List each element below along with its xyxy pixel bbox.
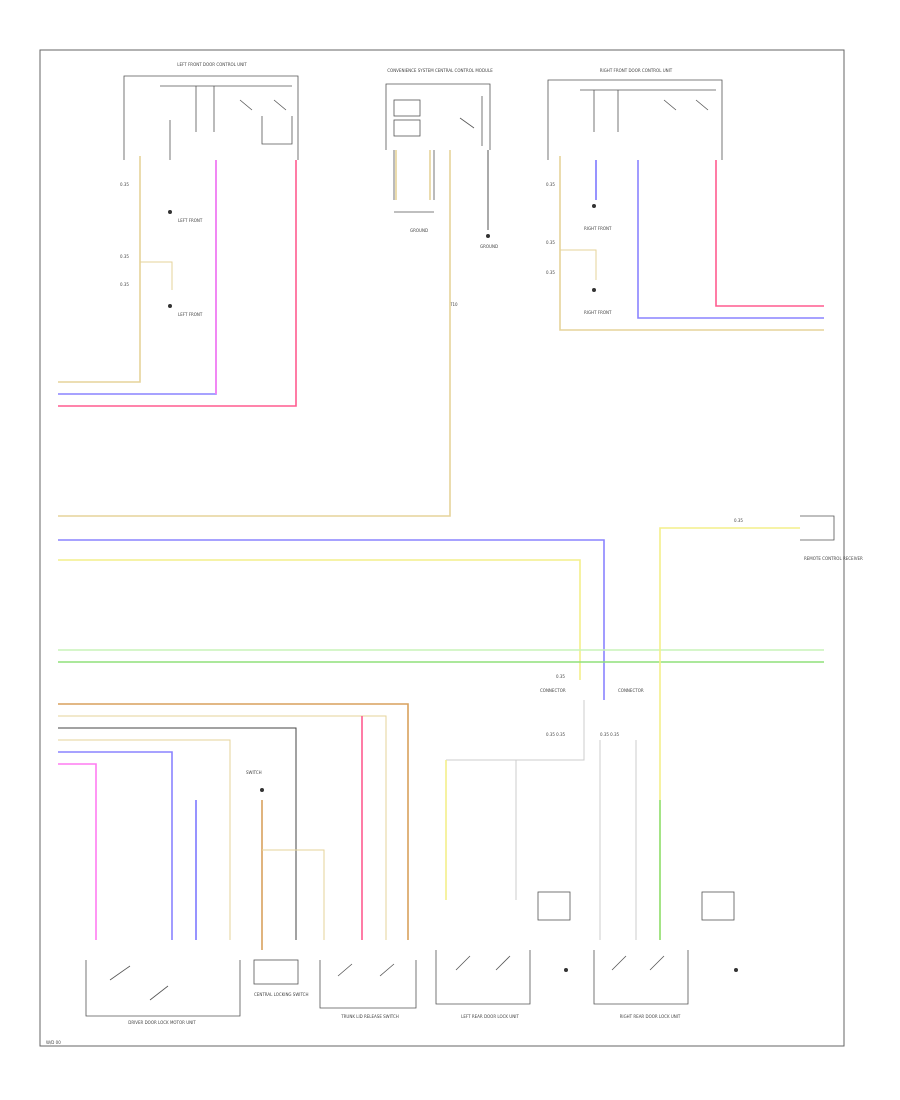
wire-pink-left [58, 160, 297, 407]
central-locking-switch-label: CENTRAL LOCKING SWITCH [254, 992, 309, 997]
wire-purple-left [58, 160, 217, 395]
svg-text:RIGHT FRONT: RIGHT FRONT [584, 310, 612, 315]
trunk-release-switch: TRUNK LID RELEASE SWITCH [319, 960, 417, 1019]
svg-text:T10: T10 [449, 302, 458, 307]
central-control-module: CONVENIENCE SYSTEM CENTRAL CONTROL MODUL… [385, 68, 498, 307]
right-front-door-unit: RIGHT FRONT DOOR CONTROL UNIT RIGHT FRON… [546, 68, 723, 315]
driver-door-lock-motor-label: DRIVER DOOR LOCK MOTOR UNIT [128, 1020, 196, 1025]
svg-text:LEFT FRONT: LEFT FRONT [178, 218, 203, 223]
left-rear-door-lock-label: LEFT REAR DOOR LOCK UNIT [461, 1014, 519, 1019]
wire-yellow-mid [58, 559, 581, 680]
svg-text:0.35: 0.35 [546, 240, 555, 245]
svg-text:0.35: 0.35 [556, 674, 565, 679]
svg-text:GROUND: GROUND [480, 244, 498, 249]
wire-blue-mid [58, 539, 605, 700]
trunk-release-switch-label: TRUNK LID RELEASE SWITCH [340, 1014, 399, 1019]
wire-tan-left [58, 156, 141, 383]
svg-text:0.35: 0.35 [546, 182, 555, 187]
diagram-frame [39, 49, 845, 1047]
svg-text:0.35: 0.35 [120, 254, 129, 259]
central-locking-switch: SWITCH CENTRAL LOCKING SWITCH [246, 770, 325, 997]
svg-text:0.35: 0.35 [546, 270, 555, 275]
svg-text:CONNECTOR: CONNECTOR [618, 688, 644, 693]
right-front-door-unit-label: RIGHT FRONT DOOR CONTROL UNIT [600, 68, 673, 73]
remote-control-receiver-label: REMOTE CONTROL RECEIVER [804, 556, 863, 561]
right-rear-door-lock-label: RIGHT REAR DOOR LOCK UNIT [620, 1014, 681, 1019]
right-rear-door-lock: RIGHT REAR DOOR LOCK UNIT [593, 891, 738, 1019]
svg-text:SWITCH: SWITCH [246, 770, 262, 775]
svg-text:0.35 0.35: 0.35 0.35 [546, 732, 566, 737]
remote-control-receiver: REMOTE CONTROL RECEIVER 0.35 [734, 515, 863, 561]
footer-code: W/D 00 [46, 1040, 61, 1045]
central-control-module-label: CONVENIENCE SYSTEM CENTRAL CONTROL MODUL… [387, 68, 493, 73]
svg-text:0.35: 0.35 [120, 182, 129, 187]
left-front-door-unit-label: LEFT FRONT DOOR CONTROL UNIT [177, 62, 247, 67]
driver-door-lock-motor: DRIVER DOOR LOCK MOTOR UNIT [85, 960, 241, 1025]
svg-text:CONNECTOR: CONNECTOR [540, 688, 566, 693]
svg-text:RIGHT FRONT: RIGHT FRONT [584, 226, 612, 231]
svg-text:0.35: 0.35 [734, 518, 743, 523]
wire-yellow-center [58, 150, 451, 517]
svg-text:0.35 0.35: 0.35 0.35 [600, 732, 620, 737]
svg-text:0.35: 0.35 [120, 282, 129, 287]
svg-text:LEFT FRONT: LEFT FRONT [178, 312, 203, 317]
left-front-door-unit: LEFT FRONT DOOR CONTROL UNIT LEFT FRONT … [120, 62, 299, 317]
svg-text:GROUND: GROUND [410, 228, 428, 233]
left-rear-door-lock: LEFT REAR DOOR LOCK UNIT [435, 891, 571, 1019]
